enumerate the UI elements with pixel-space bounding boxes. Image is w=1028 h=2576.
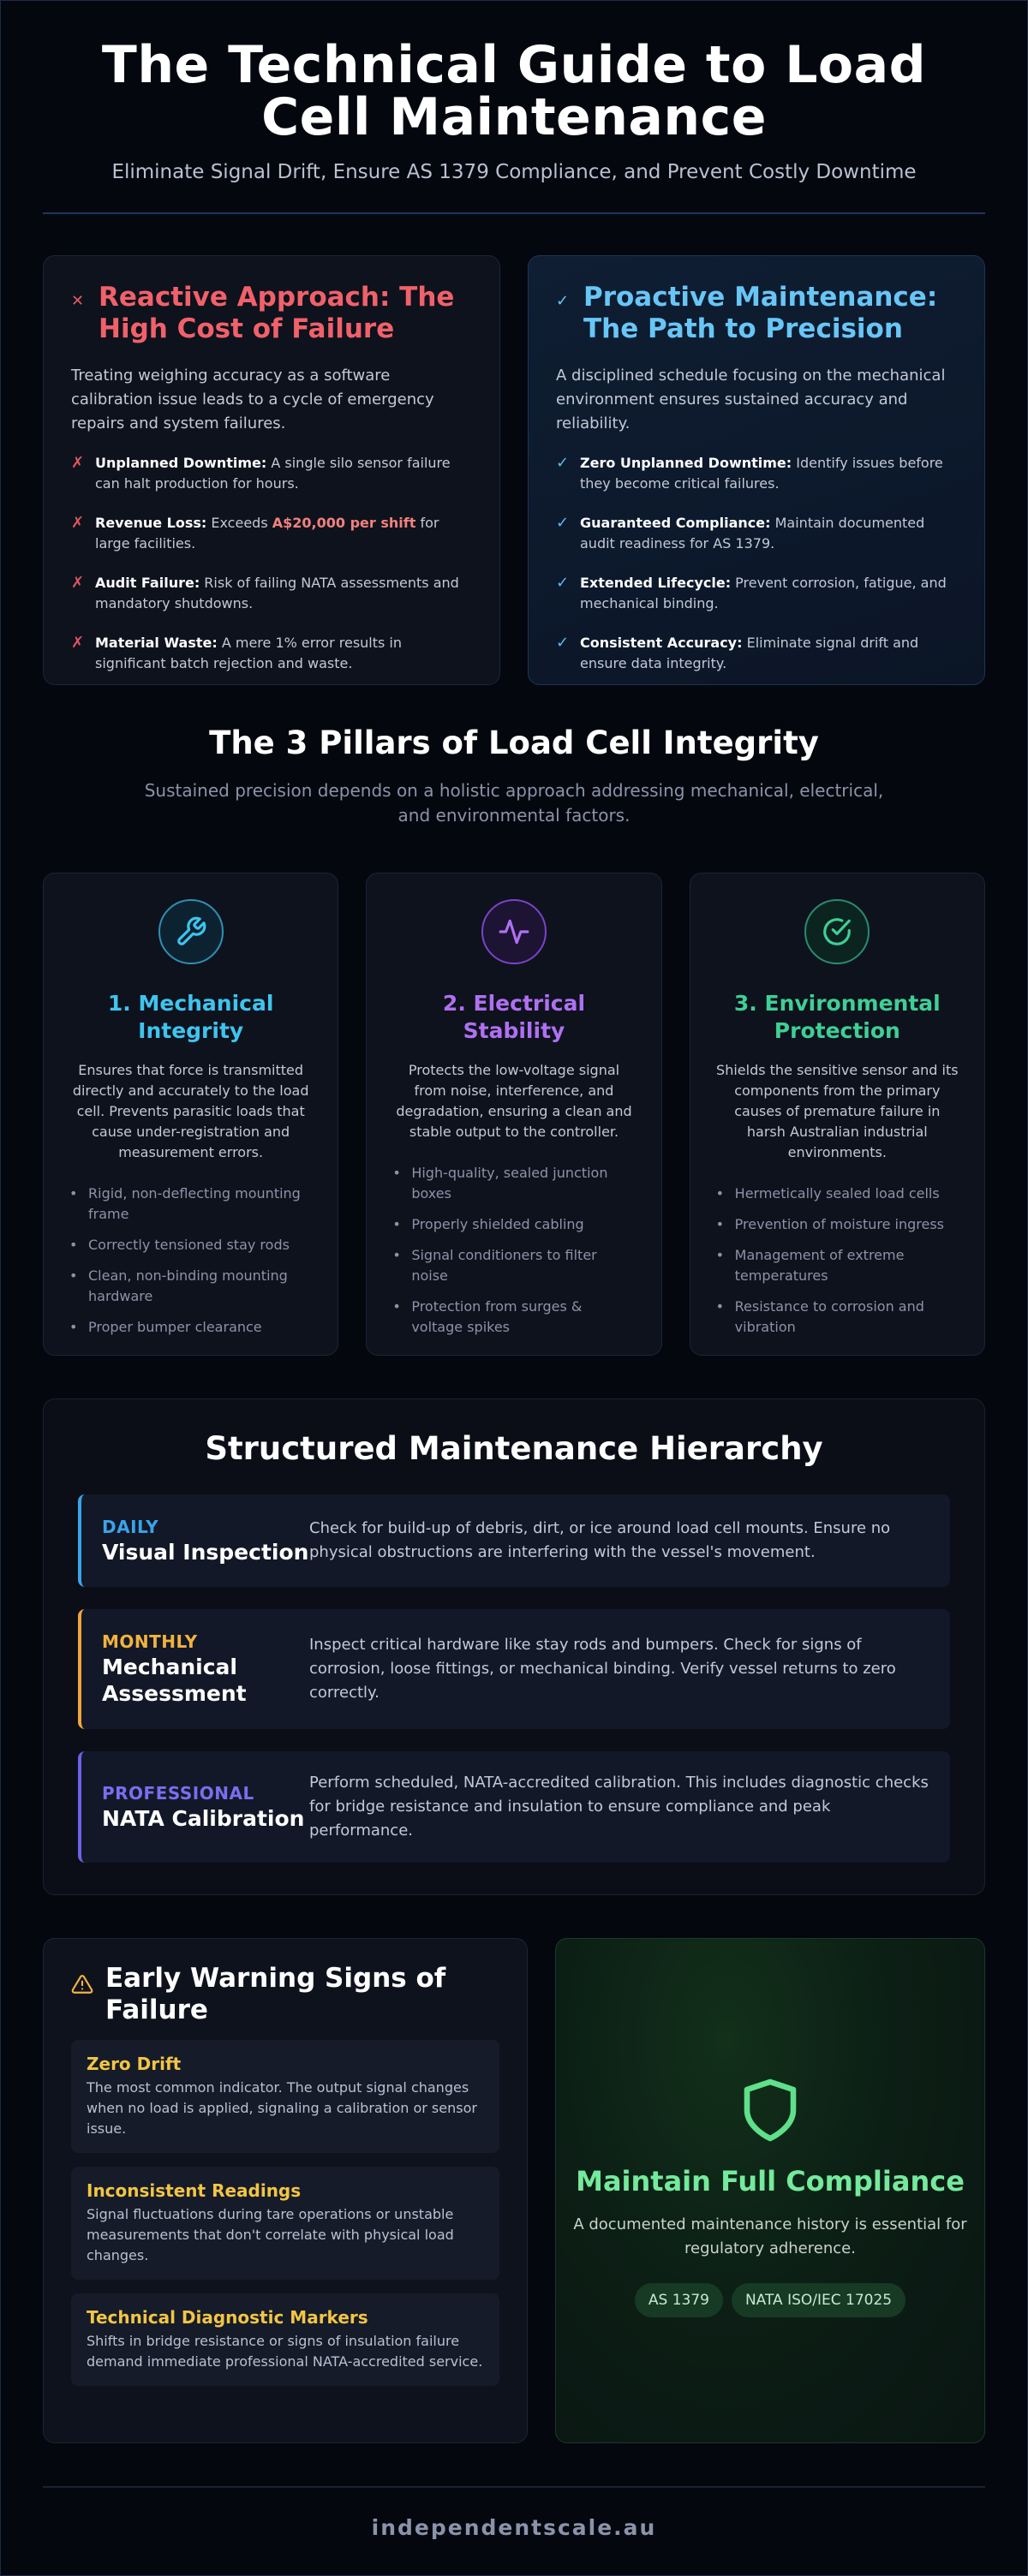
proactive-card: ✓ Proactive Maintenance: The Path to Pre… <box>528 255 985 685</box>
list-item: ✓Zero Unplanned Downtime: Identify issue… <box>556 453 957 494</box>
page-subtitle: Eliminate Signal Drift, Ensure AS 1379 C… <box>111 161 917 183</box>
footer-site: independentscale.au <box>371 2515 657 2540</box>
warning-triangle-icon <box>71 1975 93 1994</box>
hierarchy-name: NATA Calibration <box>102 1805 305 1831</box>
list-item: ✓Guaranteed Compliance: Maintain documen… <box>556 513 957 554</box>
badge-as1379: AS 1379 <box>634 2283 723 2317</box>
pillar-desc: Protects the low-voltage signal from noi… <box>396 1062 632 1140</box>
warning-name: Inconsistent Readings <box>87 2180 302 2201</box>
check-circle-icon <box>804 899 870 964</box>
hierarchy-desc: Perform scheduled, NATA-accredited calib… <box>309 1774 929 1840</box>
pillar-desc: Ensures that force is transmitted direct… <box>72 1062 309 1160</box>
pulse-icon <box>481 899 547 964</box>
revenue-highlight: A$20,000 per shift <box>272 515 416 531</box>
warning-item: Inconsistent Readings Signal fluctuation… <box>71 2167 499 2280</box>
warning-desc: Signal fluctuations during tare operatio… <box>87 2206 454 2263</box>
warning-signs-card: Early Warning Signs of Failure Zero Drif… <box>43 1938 528 2443</box>
list-item: Correctly tensioned stay rods <box>69 1235 312 1255</box>
hierarchy-name: Mechanical Assessment <box>102 1655 247 1706</box>
list-item: ✗Revenue Loss: Exceeds A$20,000 per shif… <box>71 513 472 554</box>
pillar-title: 3. Environmental Protection <box>733 991 941 1043</box>
reactive-card: ✕ Reactive Approach: The High Cost of Fa… <box>43 255 500 685</box>
proactive-intro: A disciplined schedule focusing on the m… <box>556 367 946 432</box>
warning-item: Technical Diagnostic Markers Shifts in b… <box>71 2293 499 2386</box>
list-item: Resistance to corrosion and vibration <box>716 1297 959 1338</box>
pillars-grid: 1. Mechanical Integrity Ensures that for… <box>43 873 985 1356</box>
reactive-title: Reactive Approach: The High Cost of Fail… <box>99 282 455 344</box>
list-item: Hermetically sealed load cells <box>716 1184 959 1204</box>
page-title: The Technical Guide to Load Cell Mainten… <box>101 35 927 147</box>
check-icon: ✓ <box>556 454 570 472</box>
warning-name: Zero Drift <box>87 2054 182 2074</box>
list-item: High-quality, sealed junction boxes <box>392 1163 635 1204</box>
pillar-title: 1. Mechanical Integrity <box>107 991 274 1043</box>
list-item: ✗Material Waste: A mere 1% error results… <box>71 633 472 674</box>
warning-desc: The most common indicator. The output si… <box>87 2079 477 2137</box>
compliance-title: Maintain Full Compliance <box>576 2165 965 2197</box>
hierarchy-title: Structured Maintenance Hierarchy <box>205 1430 823 1467</box>
warning-item: Zero Drift The most common indicator. Th… <box>71 2040 499 2153</box>
pillar-title: 2. Electrical Stability <box>442 991 586 1043</box>
badge-nata: NATA ISO/IEC 17025 <box>731 2283 906 2317</box>
list-item: Rigid, non-deflecting mounting frame <box>69 1184 312 1225</box>
cross-icon: ✗ <box>71 514 85 532</box>
warning-name: Technical Diagnostic Markers <box>87 2307 368 2328</box>
list-item: ✗Audit Failure: Risk of failing NATA ass… <box>71 573 472 614</box>
list-item: ✗Unplanned Downtime: A single silo senso… <box>71 453 472 494</box>
cross-icon: ✗ <box>71 454 85 472</box>
cross-icon: ✗ <box>71 574 85 592</box>
list-item: Proper bumper clearance <box>69 1317 312 1338</box>
check-icon: ✓ <box>556 574 570 592</box>
list-item: Properly shielded cabling <box>392 1214 635 1235</box>
cross-icon: ✗ <box>71 634 85 652</box>
hierarchy-name: Visual Inspection <box>102 1539 309 1565</box>
pillar-mechanical: 1. Mechanical Integrity Ensures that for… <box>43 873 339 1356</box>
hierarchy-frequency: DAILY <box>102 1516 159 1537</box>
hierarchy-row-monthly: MONTHLY Mechanical Assessment Inspect cr… <box>78 1609 950 1729</box>
hierarchy-row-professional: PROFESSIONAL NATA Calibration Perform sc… <box>78 1751 950 1863</box>
pillar-desc: Shields the sensitive sensor and its com… <box>716 1062 959 1160</box>
proactive-title: Proactive Maintenance: The Path to Preci… <box>583 282 938 344</box>
list-item: Signal conditioners to filter noise <box>392 1245 635 1286</box>
hierarchy-desc: Inspect critical hardware like stay rods… <box>309 1636 896 1702</box>
compliance-badges: AS 1379 NATA ISO/IEC 17025 <box>556 2283 984 2317</box>
warning-desc: Shifts in bridge resistance or signs of … <box>87 2333 483 2370</box>
list-item: ✓Consistent Accuracy: Eliminate signal d… <box>556 633 957 674</box>
shield-icon <box>744 2078 797 2142</box>
list-item: Protection from surges & voltage spikes <box>392 1297 635 1338</box>
pillars-subtitle: Sustained precision depends on a holisti… <box>144 780 884 826</box>
proactive-list: ✓Zero Unplanned Downtime: Identify issue… <box>556 453 957 674</box>
hierarchy-row-daily: DAILY Visual Inspection Check for build-… <box>78 1494 950 1587</box>
header-divider <box>43 212 985 214</box>
pillar-electrical: 2. Electrical Stability Protects the low… <box>366 873 662 1356</box>
hierarchy-frequency: MONTHLY <box>102 1631 198 1652</box>
list-item: ✓Extended Lifecycle: Prevent corrosion, … <box>556 573 957 614</box>
pillar-environmental: 3. Environmental Protection Shields the … <box>689 873 985 1356</box>
pillar-points: High-quality, sealed junction boxes Prop… <box>392 1163 635 1338</box>
hierarchy-desc: Check for build-up of debris, dirt, or i… <box>309 1519 891 1561</box>
check-icon: ✓ <box>556 634 570 652</box>
x-icon: ✕ <box>71 292 85 310</box>
reactive-intro: Treating weighing accuracy as a software… <box>71 367 434 432</box>
pillar-points: Rigid, non-deflecting mounting frame Cor… <box>69 1184 312 1338</box>
pillars-title: The 3 Pillars of Load Cell Integrity <box>209 724 819 761</box>
warning-title: Early Warning Signs of Failure <box>105 1963 446 2025</box>
compliance-desc: A documented maintenance history is esse… <box>573 2215 967 2257</box>
reactive-list: ✗Unplanned Downtime: A single silo senso… <box>71 453 472 674</box>
list-item: Management of extreme temperatures <box>716 1245 959 1286</box>
hierarchy-frequency: PROFESSIONAL <box>102 1782 254 1804</box>
list-item: Clean, non-binding mounting hardware <box>69 1266 312 1307</box>
check-icon: ✓ <box>556 514 570 532</box>
footer-divider <box>43 2486 985 2488</box>
check-icon: ✓ <box>556 292 570 310</box>
approach-comparison: ✕ Reactive Approach: The High Cost of Fa… <box>43 255 985 685</box>
bottom-row: Early Warning Signs of Failure Zero Drif… <box>43 1938 985 2443</box>
pillar-points: Hermetically sealed load cells Preventio… <box>716 1184 959 1338</box>
wrench-icon <box>158 899 224 964</box>
page-header: The Technical Guide to Load Cell Mainten… <box>43 0 985 184</box>
maintenance-hierarchy: Structured Maintenance Hierarchy DAILY V… <box>43 1398 985 1895</box>
compliance-card: Maintain Full Compliance A documented ma… <box>555 1938 985 2443</box>
list-item: Prevention of moisture ingress <box>716 1214 959 1235</box>
